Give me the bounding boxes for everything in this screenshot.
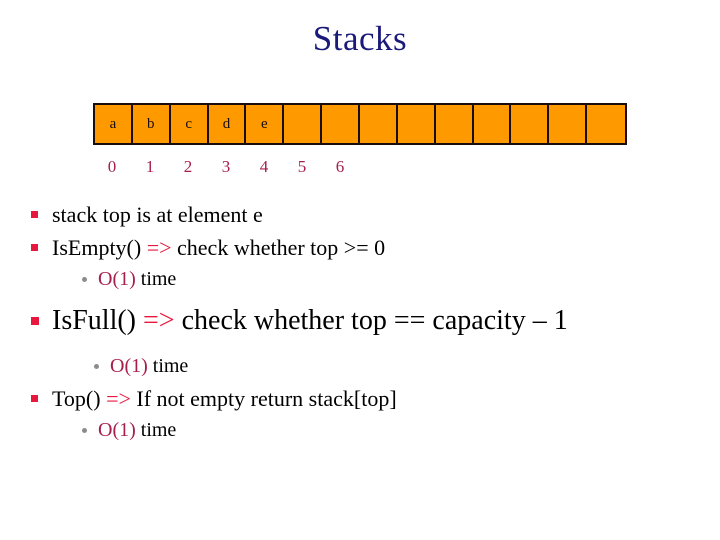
array-cell bbox=[587, 105, 626, 143]
square-bullet-icon bbox=[31, 211, 38, 218]
complexity-value: O(1) bbox=[98, 268, 136, 290]
complexity-value: O(1) bbox=[110, 355, 148, 377]
round-bullet-icon bbox=[82, 277, 87, 282]
method-description: check whether top == capacity – 1 bbox=[181, 305, 568, 336]
bullet-list-container: stack top is at element e IsEmpty() => c… bbox=[26, 198, 706, 446]
array-index-label: 4 bbox=[259, 157, 269, 176]
sub-bullet-top-complexity: O(1) time bbox=[26, 415, 706, 446]
array-cell bbox=[284, 105, 323, 143]
array-cell: b bbox=[132, 105, 171, 143]
array-cell: c bbox=[170, 105, 209, 143]
array-cell bbox=[397, 105, 436, 143]
method-name: IsEmpty() bbox=[52, 235, 142, 260]
bullet-item-stack-top: stack top is at element e bbox=[26, 198, 706, 231]
array-cell bbox=[549, 105, 588, 143]
array-cell: d bbox=[208, 105, 247, 143]
method-name: Top() bbox=[52, 386, 101, 411]
complexity-suffix: time bbox=[135, 268, 177, 290]
array-cells-row: a b c d e bbox=[93, 103, 627, 145]
complexity-suffix: time bbox=[147, 355, 189, 377]
square-bullet-icon bbox=[31, 317, 39, 325]
bullet-text: stack top is at element e bbox=[52, 202, 263, 227]
array-index-label: 2 bbox=[183, 157, 193, 176]
array-index-label: 3 bbox=[221, 157, 231, 176]
sub-bullet-isfull-complexity: O(1) time bbox=[26, 351, 706, 382]
array-cell: a bbox=[95, 105, 133, 143]
square-bullet-icon bbox=[31, 395, 38, 402]
array-cell bbox=[322, 105, 361, 143]
array-cell bbox=[435, 105, 474, 143]
sub-bullet-isempty-complexity: O(1) time bbox=[26, 264, 706, 295]
spacer bbox=[26, 341, 706, 351]
array-cell bbox=[473, 105, 512, 143]
array-cell: e bbox=[246, 105, 285, 143]
method-description: If not empty return stack[top] bbox=[136, 386, 397, 411]
array-index-label: 5 bbox=[297, 157, 307, 176]
array-index-label: 6 bbox=[335, 157, 345, 176]
array-index-label: 0 bbox=[107, 157, 117, 176]
method-name: IsFull() bbox=[52, 305, 136, 336]
arrow-glyph: => bbox=[106, 386, 131, 411]
page-title: Stacks bbox=[312, 19, 408, 58]
array-index-row: 0 1 2 3 4 5 6 bbox=[93, 157, 627, 177]
arrow-glyph: => bbox=[143, 305, 175, 336]
complexity-value: O(1) bbox=[98, 419, 136, 441]
round-bullet-icon bbox=[82, 428, 87, 433]
arrow-glyph: => bbox=[146, 235, 172, 260]
bullet-list: stack top is at element e IsEmpty() => c… bbox=[26, 198, 706, 446]
bullet-item-top: Top() => If not empty return stack[top] bbox=[26, 382, 706, 415]
array-cell bbox=[360, 105, 398, 143]
array-cell bbox=[511, 105, 550, 143]
bullet-item-isfull: IsFull() => check whether top == capacit… bbox=[26, 301, 706, 341]
array-index-label: 1 bbox=[145, 157, 155, 176]
complexity-suffix: time bbox=[135, 419, 177, 441]
stack-array-diagram: a b c d e bbox=[93, 103, 627, 145]
round-bullet-icon bbox=[94, 364, 99, 369]
square-bullet-icon bbox=[31, 244, 38, 251]
method-description: check whether top >= 0 bbox=[177, 235, 386, 260]
bullet-item-isempty: IsEmpty() => check whether top >= 0 bbox=[26, 231, 706, 264]
